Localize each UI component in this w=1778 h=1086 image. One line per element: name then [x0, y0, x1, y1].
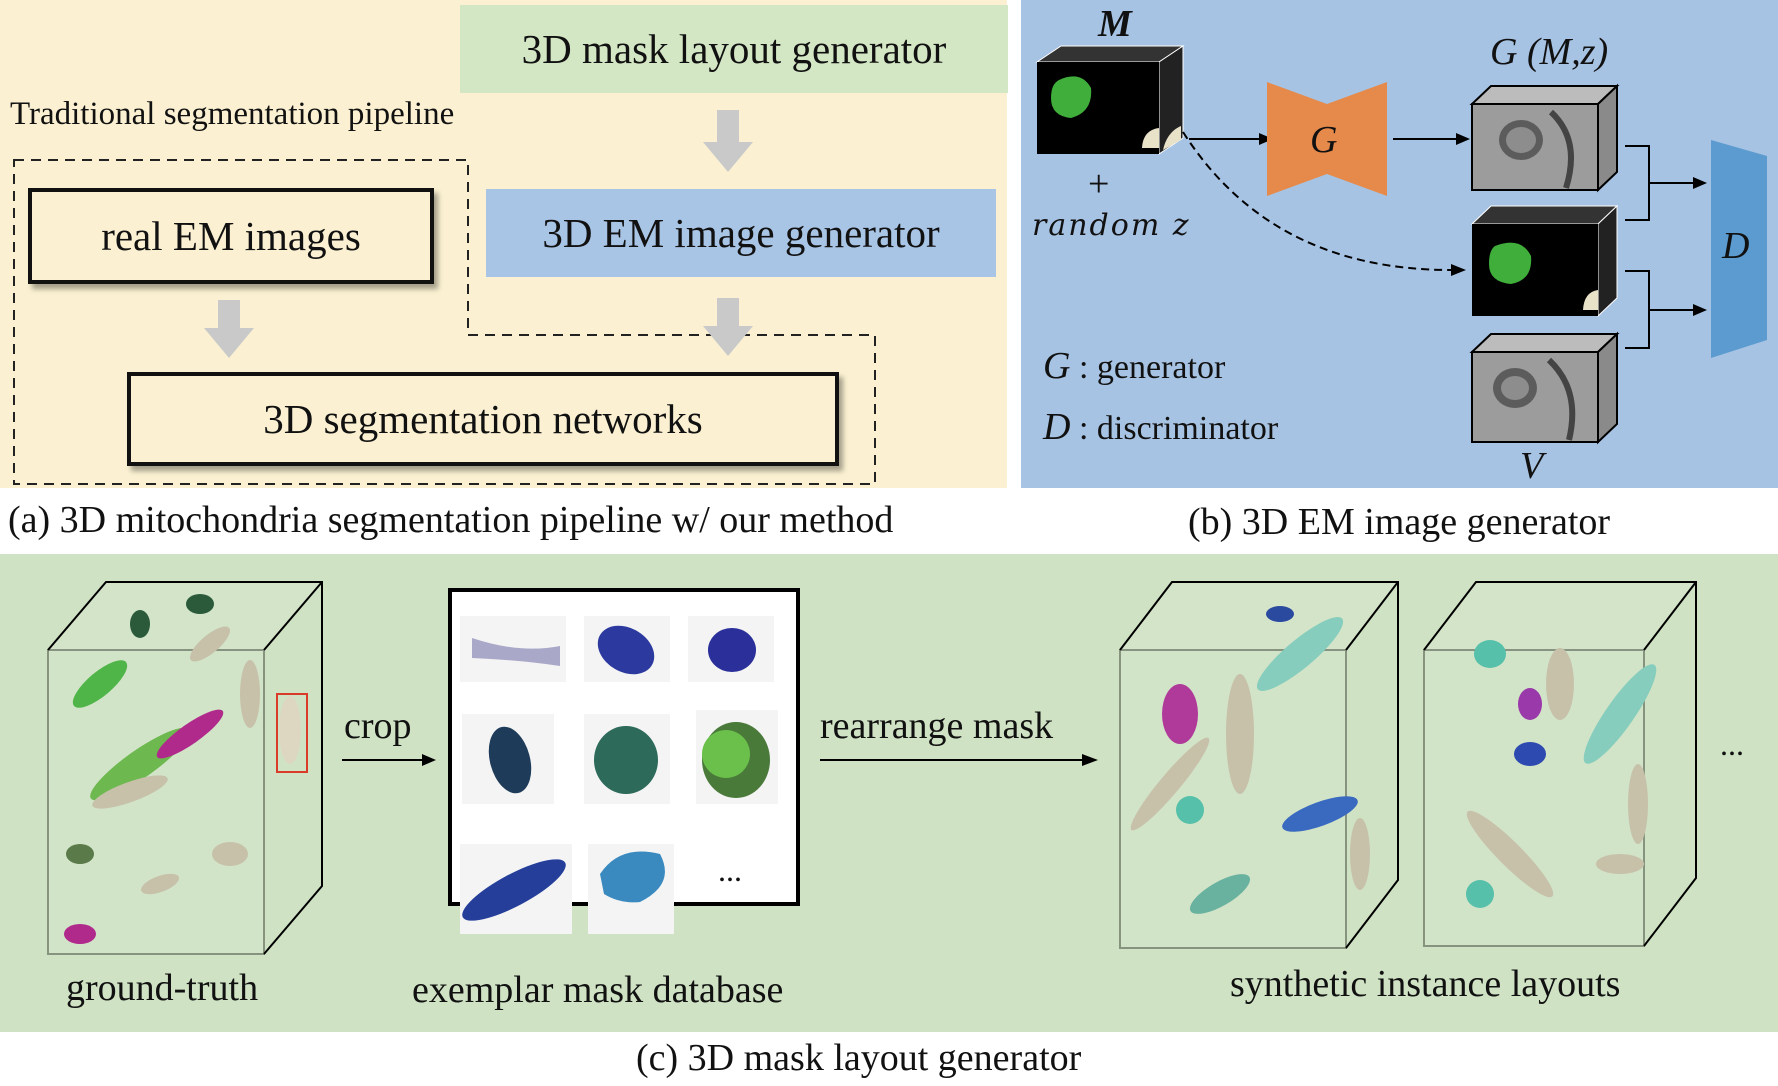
em-cube-v [1469, 331, 1620, 445]
panel-c-diagram [47, 581, 1697, 955]
real-em-images-label: real EM images [101, 213, 361, 259]
legend-d-symbol: D [1043, 406, 1071, 448]
panel-b-diagram [1035, 45, 1767, 445]
legend-generator: G : generator [1043, 344, 1225, 388]
caption-c: (c) 3D mask layout generator [636, 1037, 1082, 1079]
ground-truth-volume [47, 581, 323, 955]
real-em-images-box: real EM images [28, 188, 434, 284]
panel-c [0, 554, 1778, 1032]
d-block-label: D [1722, 225, 1750, 267]
database-ellipsis: ... [718, 852, 742, 888]
synthetic-volume-1 [1119, 581, 1399, 949]
legend-d-text: : discriminator [1078, 410, 1279, 447]
down-arrow-3 [204, 300, 254, 358]
legend-g-text: : generator [1078, 349, 1226, 386]
random-z-label: random z [1032, 208, 1191, 243]
mask-cube-2 [1470, 204, 1619, 318]
discriminator-block [1711, 140, 1767, 358]
exemplar-database-box [448, 588, 800, 934]
crop-label: crop [344, 705, 412, 747]
legend-g-symbol: G [1043, 345, 1071, 387]
caption-a: (a) 3D mitochondria segmentation pipelin… [8, 499, 894, 541]
crop-box [276, 693, 308, 773]
mask-blob [1051, 76, 1092, 118]
plus-label: + [1088, 163, 1110, 205]
traditional-pipeline-outline [13, 159, 876, 485]
em-image-generator-box: 3D EM image generator [486, 189, 996, 277]
continuation-ellipsis: ... [1720, 726, 1744, 762]
ground-truth-label: ground-truth [66, 967, 259, 1009]
synthetic-layouts-label: synthetic instance layouts [1230, 963, 1621, 1005]
mask-cube-m [1035, 45, 1185, 155]
exemplar-database-label: exemplar mask database [412, 969, 784, 1011]
m-label: M [1098, 3, 1132, 45]
v-label: V [1520, 445, 1544, 487]
down-arrow-2 [703, 298, 753, 356]
traditional-pipeline-label: Traditional segmentation pipeline [10, 96, 455, 132]
gmz-label: G (M,z) [1490, 31, 1609, 73]
rearrange-label: rearrange mask [820, 705, 1054, 747]
down-arrow-1 [703, 110, 753, 172]
panel-a-diagram [13, 110, 876, 485]
mask-layout-generator-box: 3D mask layout generator [460, 5, 1008, 93]
em-image-generator-label: 3D EM image generator [542, 210, 940, 256]
synthetic-volume-2 [1423, 581, 1697, 947]
caption-b: (b) 3D EM image generator [1188, 501, 1611, 543]
em-cube-generated [1469, 83, 1620, 193]
legend-discriminator: D : discriminator [1043, 405, 1278, 449]
segmentation-networks-box: 3D segmentation networks [127, 372, 839, 466]
segmentation-networks-label: 3D segmentation networks [263, 396, 703, 442]
mask-layout-generator-label: 3D mask layout generator [521, 26, 947, 72]
g-block-label: G [1310, 119, 1338, 161]
